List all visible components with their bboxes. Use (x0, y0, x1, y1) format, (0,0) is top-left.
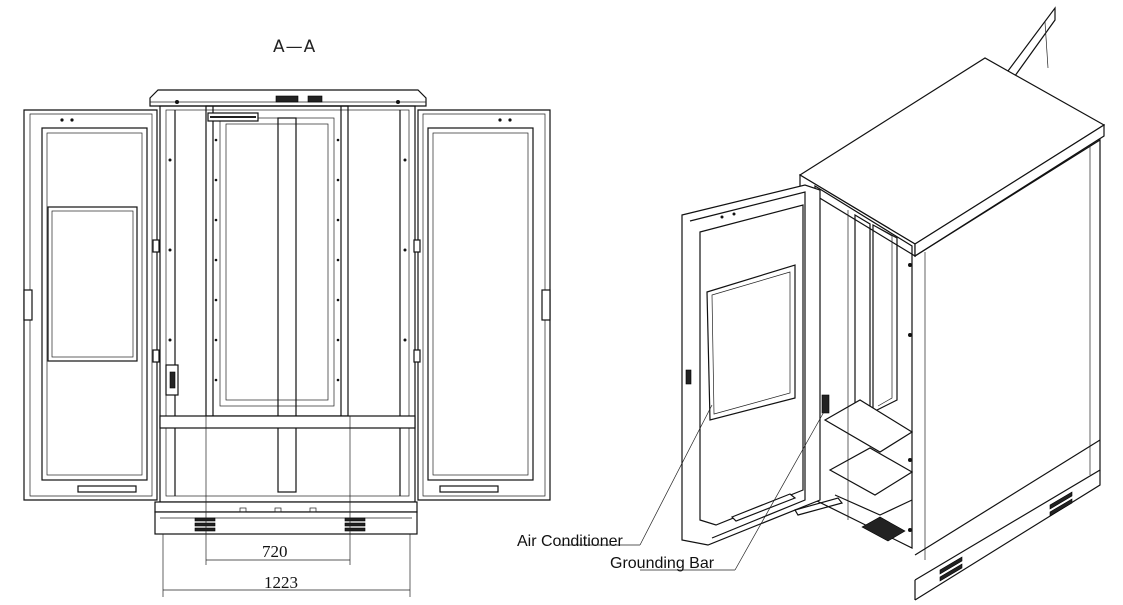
base-plinth (154, 501, 418, 535)
iso-front-door (681, 184, 844, 546)
grounding-bar-part (821, 394, 830, 414)
callout-air-conditioner: Air Conditioner (517, 404, 713, 550)
cabinet-body (159, 105, 416, 503)
grounding-bar-label: Grounding Bar (610, 555, 715, 572)
dimension-outer: 1223 (162, 534, 411, 597)
dimension-inner: 720 (205, 416, 351, 565)
left-door (23, 109, 160, 501)
iso-vent-front (939, 491, 1073, 582)
right-door (413, 109, 551, 501)
rack-rail-holes (214, 138, 340, 382)
callout-grounding-bar: Grounding Bar (610, 409, 826, 572)
section-label: A—A (273, 37, 316, 57)
roof-cap (149, 89, 427, 107)
isometric-view: Air Conditioner Grounding Bar (517, 6, 1106, 601)
dim-1223-label: 1223 (264, 573, 298, 592)
dim-720-label: 720 (262, 542, 288, 561)
vent-grille-left (194, 517, 216, 532)
front-view-section: A—A (23, 37, 551, 597)
air-conditioner-label: Air Conditioner (517, 533, 624, 550)
vent-grille-right (344, 517, 366, 532)
